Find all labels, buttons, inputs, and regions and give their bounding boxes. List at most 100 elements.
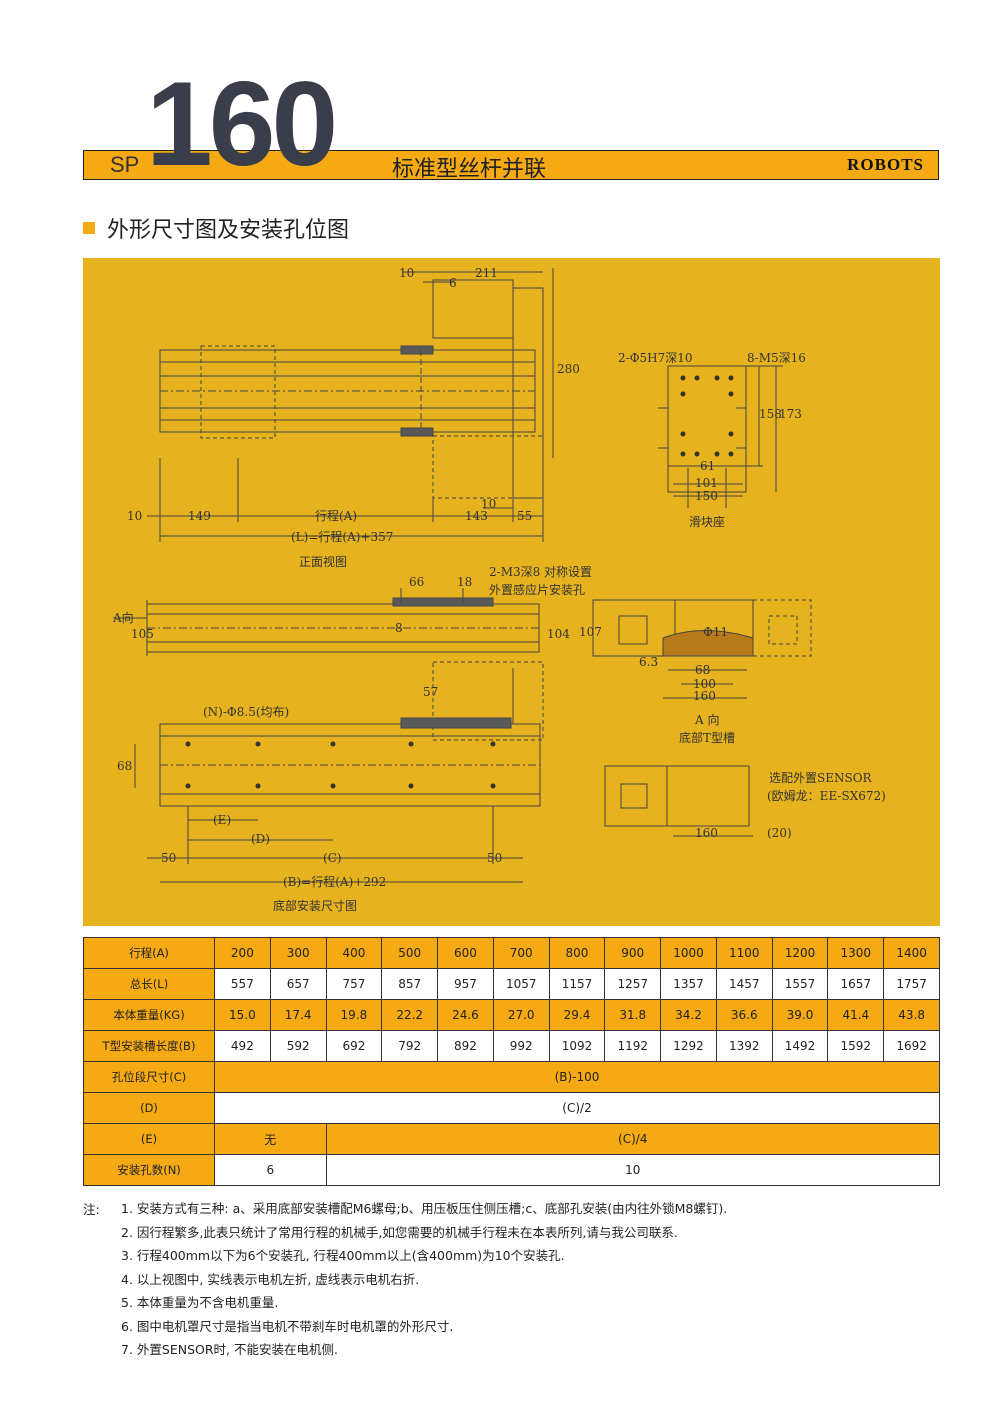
- dim-label: 57: [423, 685, 438, 699]
- table-cell: 39.0: [771, 999, 829, 1031]
- stroke-label: 行程(A): [315, 508, 357, 523]
- row-header: 安装孔数(N): [83, 1154, 215, 1186]
- header-bar: [83, 150, 939, 180]
- row-header: (E): [83, 1123, 215, 1155]
- table-cell: 1592: [827, 1030, 885, 1062]
- motor-housing-side: [512, 287, 544, 499]
- table-cell: 10: [325, 1154, 941, 1186]
- dimension-drawing-panel: 10 211 6 280 10 149 行程(A) 143 10 55 (L)=…: [83, 258, 940, 926]
- table-cell: 1292: [660, 1030, 717, 1062]
- pin-holes-label: 2-Φ5H7深10: [618, 351, 693, 365]
- sensor-hole-label: 外置感应片安装孔: [489, 582, 585, 597]
- dim-label: 55: [517, 509, 532, 523]
- dim-label: 50: [161, 851, 176, 865]
- table-cell: 22.2: [381, 999, 439, 1031]
- dim-label: (20): [767, 826, 792, 840]
- note-item: 4. 以上视图中, 实线表示电机左折, 虚线表示电机右折.: [121, 1271, 420, 1287]
- a-view-caption: A 向: [694, 712, 719, 727]
- bottom-dims-caption: 底部安装尺寸图: [273, 898, 357, 913]
- table-cell: 1200: [771, 937, 829, 969]
- table-cell: 34.2: [660, 999, 717, 1031]
- table-cell: 1492: [771, 1030, 829, 1062]
- table-cell: 1357: [660, 968, 717, 1000]
- table-cell: 692: [325, 1030, 383, 1062]
- table-cell: 17.4: [269, 999, 327, 1031]
- table-cell: 1257: [604, 968, 662, 1000]
- dim-label: 6.3: [639, 655, 658, 669]
- dim-label: 280: [557, 362, 580, 376]
- dim-label: 18: [457, 575, 472, 589]
- dim-label: 68: [695, 663, 710, 677]
- bullet-square-icon: [83, 222, 95, 234]
- table-cell: 992: [492, 1030, 550, 1062]
- sensor-option-label: (欧姆龙：EE-SX672): [767, 789, 886, 803]
- dim-label: 104: [547, 627, 570, 641]
- model-prefix: SP: [110, 152, 140, 177]
- dim-label: 107: [579, 625, 602, 639]
- dim-label: 8: [395, 621, 403, 635]
- total-length-label: (L)=行程(A)+357: [291, 529, 393, 544]
- table-cell: 600: [437, 937, 494, 969]
- table-cell: 1100: [715, 937, 773, 969]
- note-item: 2. 因行程繁多,此表只统计了常用行程的机械手,如您需要的机械手行程未在本表所列…: [121, 1224, 678, 1240]
- dim-label: 10: [399, 266, 414, 280]
- table-cell: 300: [269, 937, 327, 969]
- brand-label: ROBOTS: [847, 155, 924, 174]
- sensor-hole-label: 2-M3深8 对称设置: [489, 565, 592, 579]
- front-view-caption: 正面视图: [299, 554, 347, 569]
- a-direction-arrow-label: A向: [112, 610, 134, 625]
- table-cell: 857: [381, 968, 439, 1000]
- table-cell: 1092: [548, 1030, 606, 1062]
- table-cell: 43.8: [883, 999, 940, 1031]
- table-cell: 500: [381, 937, 439, 969]
- dim-label: 211: [475, 266, 498, 280]
- front-view-carriage: [200, 345, 276, 439]
- model-number: 160: [146, 57, 338, 191]
- dimension-drawing: 10 211 6 280 10 149 行程(A) 143 10 55 (L)=…: [112, 266, 886, 913]
- row-header: 孔位段尺寸(C): [83, 1061, 215, 1093]
- dim-label: 105: [131, 627, 154, 641]
- dim-label: 143: [465, 509, 488, 523]
- note-item: 6. 图中电机罩尺寸是指当电机不带刹车时电机罩的外形尺寸.: [121, 1318, 454, 1334]
- table-cell: 657: [269, 968, 327, 1000]
- note-item: 7. 外置SENSOR时, 不能安装在电机侧.: [121, 1342, 338, 1357]
- table-cell: 19.8: [325, 999, 383, 1031]
- row-header: T型安装槽长度(B): [83, 1030, 215, 1062]
- table-cell: 1057: [492, 968, 550, 1000]
- table-cell: 1157: [548, 968, 606, 1000]
- table-cell: 557: [214, 968, 271, 1000]
- d-label: (D): [251, 832, 270, 846]
- hole-markers: [185, 375, 734, 789]
- table-cell: 200: [214, 937, 271, 969]
- section-title: 外形尺寸图及安装孔位图: [83, 212, 349, 244]
- row-header: (D): [83, 1092, 215, 1124]
- c-label: (C): [323, 851, 342, 865]
- dim-label: 101: [695, 476, 718, 490]
- table-cell: 700: [492, 937, 550, 969]
- table-cell: 1557: [771, 968, 829, 1000]
- dim-label: 10: [481, 497, 496, 511]
- dim-label: 68: [117, 759, 132, 773]
- dim-label: 160: [693, 689, 716, 703]
- table-cell: 757: [325, 968, 383, 1000]
- table-cell: 400: [325, 937, 383, 969]
- table-cell: 15.0: [214, 999, 271, 1031]
- table-cell: 24.6: [437, 999, 494, 1031]
- table-cell: 1300: [827, 937, 885, 969]
- dim-label: 150: [695, 489, 718, 503]
- table-cell: 900: [604, 937, 662, 969]
- t-slot-caption: 底部T型槽: [679, 730, 735, 745]
- row-header: 行程(A): [83, 937, 215, 969]
- table-cell: (C)/2: [214, 1092, 940, 1124]
- table-cell: (B)-100: [214, 1061, 940, 1093]
- slider-base-plate: [667, 365, 747, 493]
- row-header: 本体重量(KG): [83, 999, 215, 1031]
- table-cell: 1457: [715, 968, 773, 1000]
- table-row: (D)(C)/2: [83, 1092, 940, 1124]
- table-cell: 592: [269, 1030, 327, 1062]
- table-cell: 892: [437, 1030, 494, 1062]
- table-cell: 1692: [883, 1030, 940, 1062]
